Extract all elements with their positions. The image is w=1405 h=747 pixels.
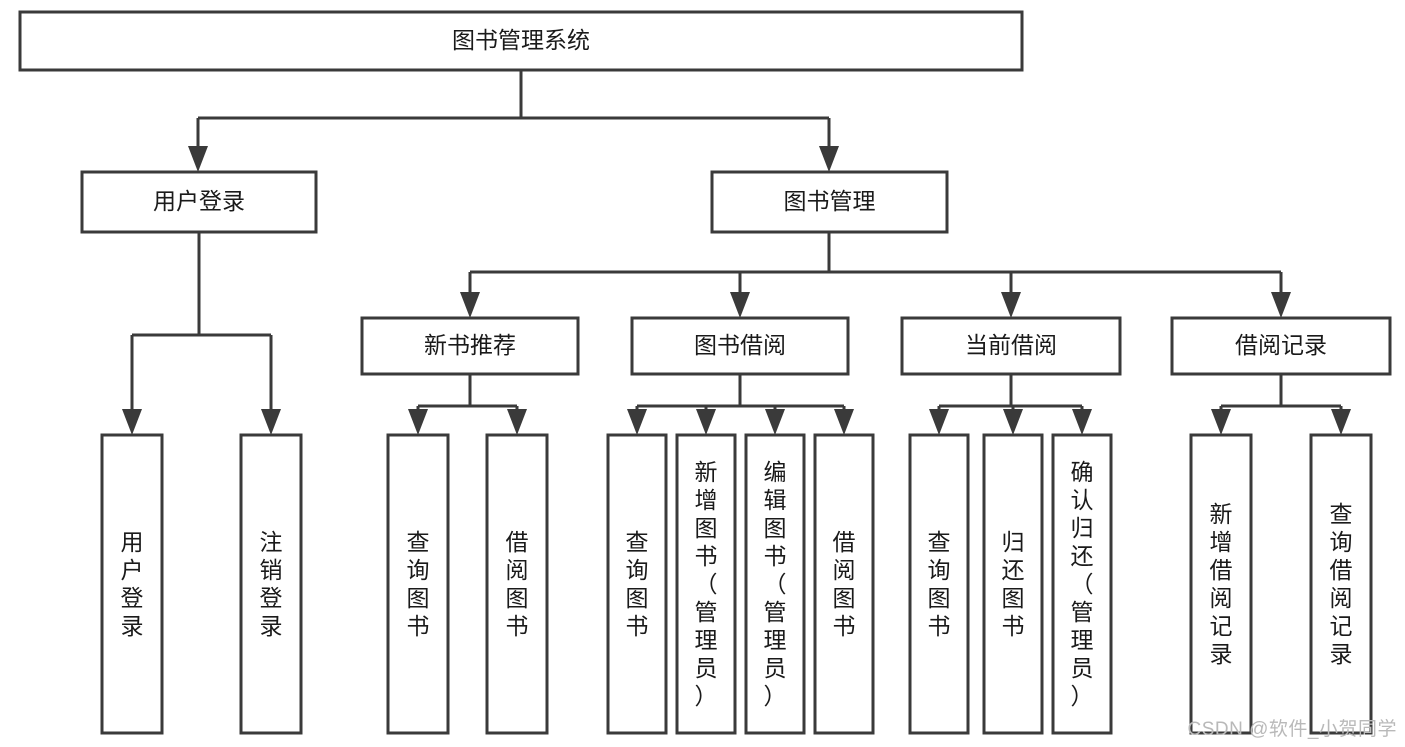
- arrow-to-leaf-add-record: [1211, 406, 1231, 435]
- node-label-borrow-record: 借阅记录: [1235, 332, 1327, 358]
- node-label-leaf-borrow-book-2: 借阅图书: [833, 529, 856, 639]
- arrow-to-leaf-return-book: [1003, 406, 1023, 435]
- node-leaf-query-record[interactable]: 查询借阅记录: [1309, 433, 1373, 735]
- node-label-leaf-user-login: 用户登录: [121, 529, 144, 639]
- node-label-leaf-add-book: 新增图书（管理员）: [695, 459, 718, 709]
- arrow-to-new-book-rec: [460, 272, 480, 318]
- node-leaf-query-book-2[interactable]: 查询图书: [606, 433, 668, 735]
- node-box-leaf-add-book: [675, 433, 737, 735]
- node-box-leaf-borrow-book-1: [485, 433, 549, 735]
- node-new-book-rec[interactable]: 新书推荐: [360, 316, 580, 376]
- connector-bus-book-borrow: [637, 374, 844, 408]
- node-label-book-manage: 图书管理: [784, 188, 876, 214]
- node-box-leaf-return-book: [982, 433, 1044, 735]
- node-box-root: [18, 10, 1024, 72]
- node-leaf-user-login[interactable]: 用户登录: [100, 433, 164, 735]
- node-label-leaf-confirm-return: 确认归还（管理员）: [1071, 459, 1094, 709]
- arrow-to-leaf-user-login: [122, 335, 142, 435]
- node-label-current-borrow: 当前借阅: [965, 332, 1057, 358]
- node-label-leaf-query-record: 查询借阅记录: [1330, 501, 1353, 667]
- node-box-leaf-user-login: [100, 433, 164, 735]
- node-leaf-return-book[interactable]: 归还图书: [982, 433, 1044, 735]
- arrow-to-leaf-logout: [261, 335, 281, 435]
- node-box-borrow-record: [1170, 316, 1392, 376]
- node-box-leaf-confirm-return: [1051, 433, 1113, 735]
- node-leaf-edit-book[interactable]: 编辑图书（管理员）: [744, 433, 806, 735]
- node-root[interactable]: 图书管理系统: [18, 10, 1024, 72]
- node-box-new-book-rec: [360, 316, 580, 376]
- node-leaf-query-book-3[interactable]: 查询图书: [908, 433, 970, 735]
- arrow-to-leaf-query-book-2: [627, 406, 647, 435]
- node-current-borrow[interactable]: 当前借阅: [900, 316, 1122, 376]
- node-box-book-borrow: [630, 316, 850, 376]
- arrow-to-book-borrow: [730, 272, 750, 318]
- node-box-leaf-borrow-book-2: [813, 433, 875, 735]
- node-leaf-borrow-book-2[interactable]: 借阅图书: [813, 433, 875, 735]
- node-label-leaf-query-book-2: 查询图书: [626, 529, 649, 639]
- node-label-user-login: 用户登录: [153, 188, 245, 214]
- node-label-leaf-logout: 注销登录: [260, 529, 283, 639]
- node-book-manage[interactable]: 图书管理: [710, 170, 949, 234]
- node-box-book-manage: [710, 170, 949, 234]
- node-label-leaf-query-book-3: 查询图书: [928, 529, 951, 639]
- node-borrow-record[interactable]: 借阅记录: [1170, 316, 1392, 376]
- node-book-borrow[interactable]: 图书借阅: [630, 316, 850, 376]
- arrow-to-leaf-query-record: [1331, 406, 1351, 435]
- arrow-to-borrow-record: [1271, 272, 1291, 318]
- connector-bus-new-book-rec: [418, 374, 517, 408]
- node-box-current-borrow: [900, 316, 1122, 376]
- arrow-to-user-login: [188, 118, 208, 172]
- node-label-root: 图书管理系统: [452, 27, 590, 53]
- node-box-leaf-query-book-2: [606, 433, 668, 735]
- node-label-leaf-add-record: 新增借阅记录: [1210, 501, 1233, 667]
- arrow-to-leaf-borrow-book-2: [834, 406, 854, 435]
- connector-bus-root: [198, 70, 829, 120]
- node-label-new-book-rec: 新书推荐: [424, 332, 516, 358]
- node-label-leaf-borrow-book-1: 借阅图书: [506, 529, 529, 639]
- connector-bus-borrow-record: [1221, 374, 1341, 408]
- arrow-to-leaf-add-book: [696, 406, 716, 435]
- node-leaf-confirm-return[interactable]: 确认归还（管理员）: [1051, 433, 1113, 735]
- arrow-to-leaf-borrow-book-1: [507, 406, 527, 435]
- arrow-to-leaf-edit-book: [765, 406, 785, 435]
- arrow-to-book-manage: [819, 118, 839, 172]
- node-box-leaf-edit-book: [744, 433, 806, 735]
- node-box-user-login: [80, 170, 318, 234]
- node-leaf-logout[interactable]: 注销登录: [239, 433, 303, 735]
- node-box-leaf-query-book-1: [386, 433, 450, 735]
- arrow-to-leaf-confirm-return: [1072, 406, 1092, 435]
- node-box-leaf-query-book-3: [908, 433, 970, 735]
- node-box-leaf-query-record: [1309, 433, 1373, 735]
- arrow-to-leaf-query-book-3: [929, 406, 949, 435]
- node-label-leaf-query-book-1: 查询图书: [407, 529, 430, 639]
- node-leaf-add-book[interactable]: 新增图书（管理员）: [675, 433, 737, 735]
- node-box-leaf-add-record: [1189, 433, 1253, 735]
- node-user-login[interactable]: 用户登录: [80, 170, 318, 234]
- connector-bus-current-borrow: [939, 374, 1082, 408]
- node-label-book-borrow: 图书借阅: [694, 332, 786, 358]
- arrow-to-leaf-query-book-1: [408, 406, 428, 435]
- node-leaf-query-book-1[interactable]: 查询图书: [386, 433, 450, 735]
- node-leaf-add-record[interactable]: 新增借阅记录: [1189, 433, 1253, 735]
- node-box-leaf-logout: [239, 433, 303, 735]
- node-label-leaf-edit-book: 编辑图书（管理员）: [764, 459, 787, 709]
- node-label-leaf-return-book: 归还图书: [1002, 529, 1025, 639]
- connector-bus-user-login: [132, 232, 271, 337]
- connector-bus-book-manage: [470, 232, 1281, 274]
- node-leaf-borrow-book-1[interactable]: 借阅图书: [485, 433, 549, 735]
- arrow-to-current-borrow: [1001, 272, 1021, 318]
